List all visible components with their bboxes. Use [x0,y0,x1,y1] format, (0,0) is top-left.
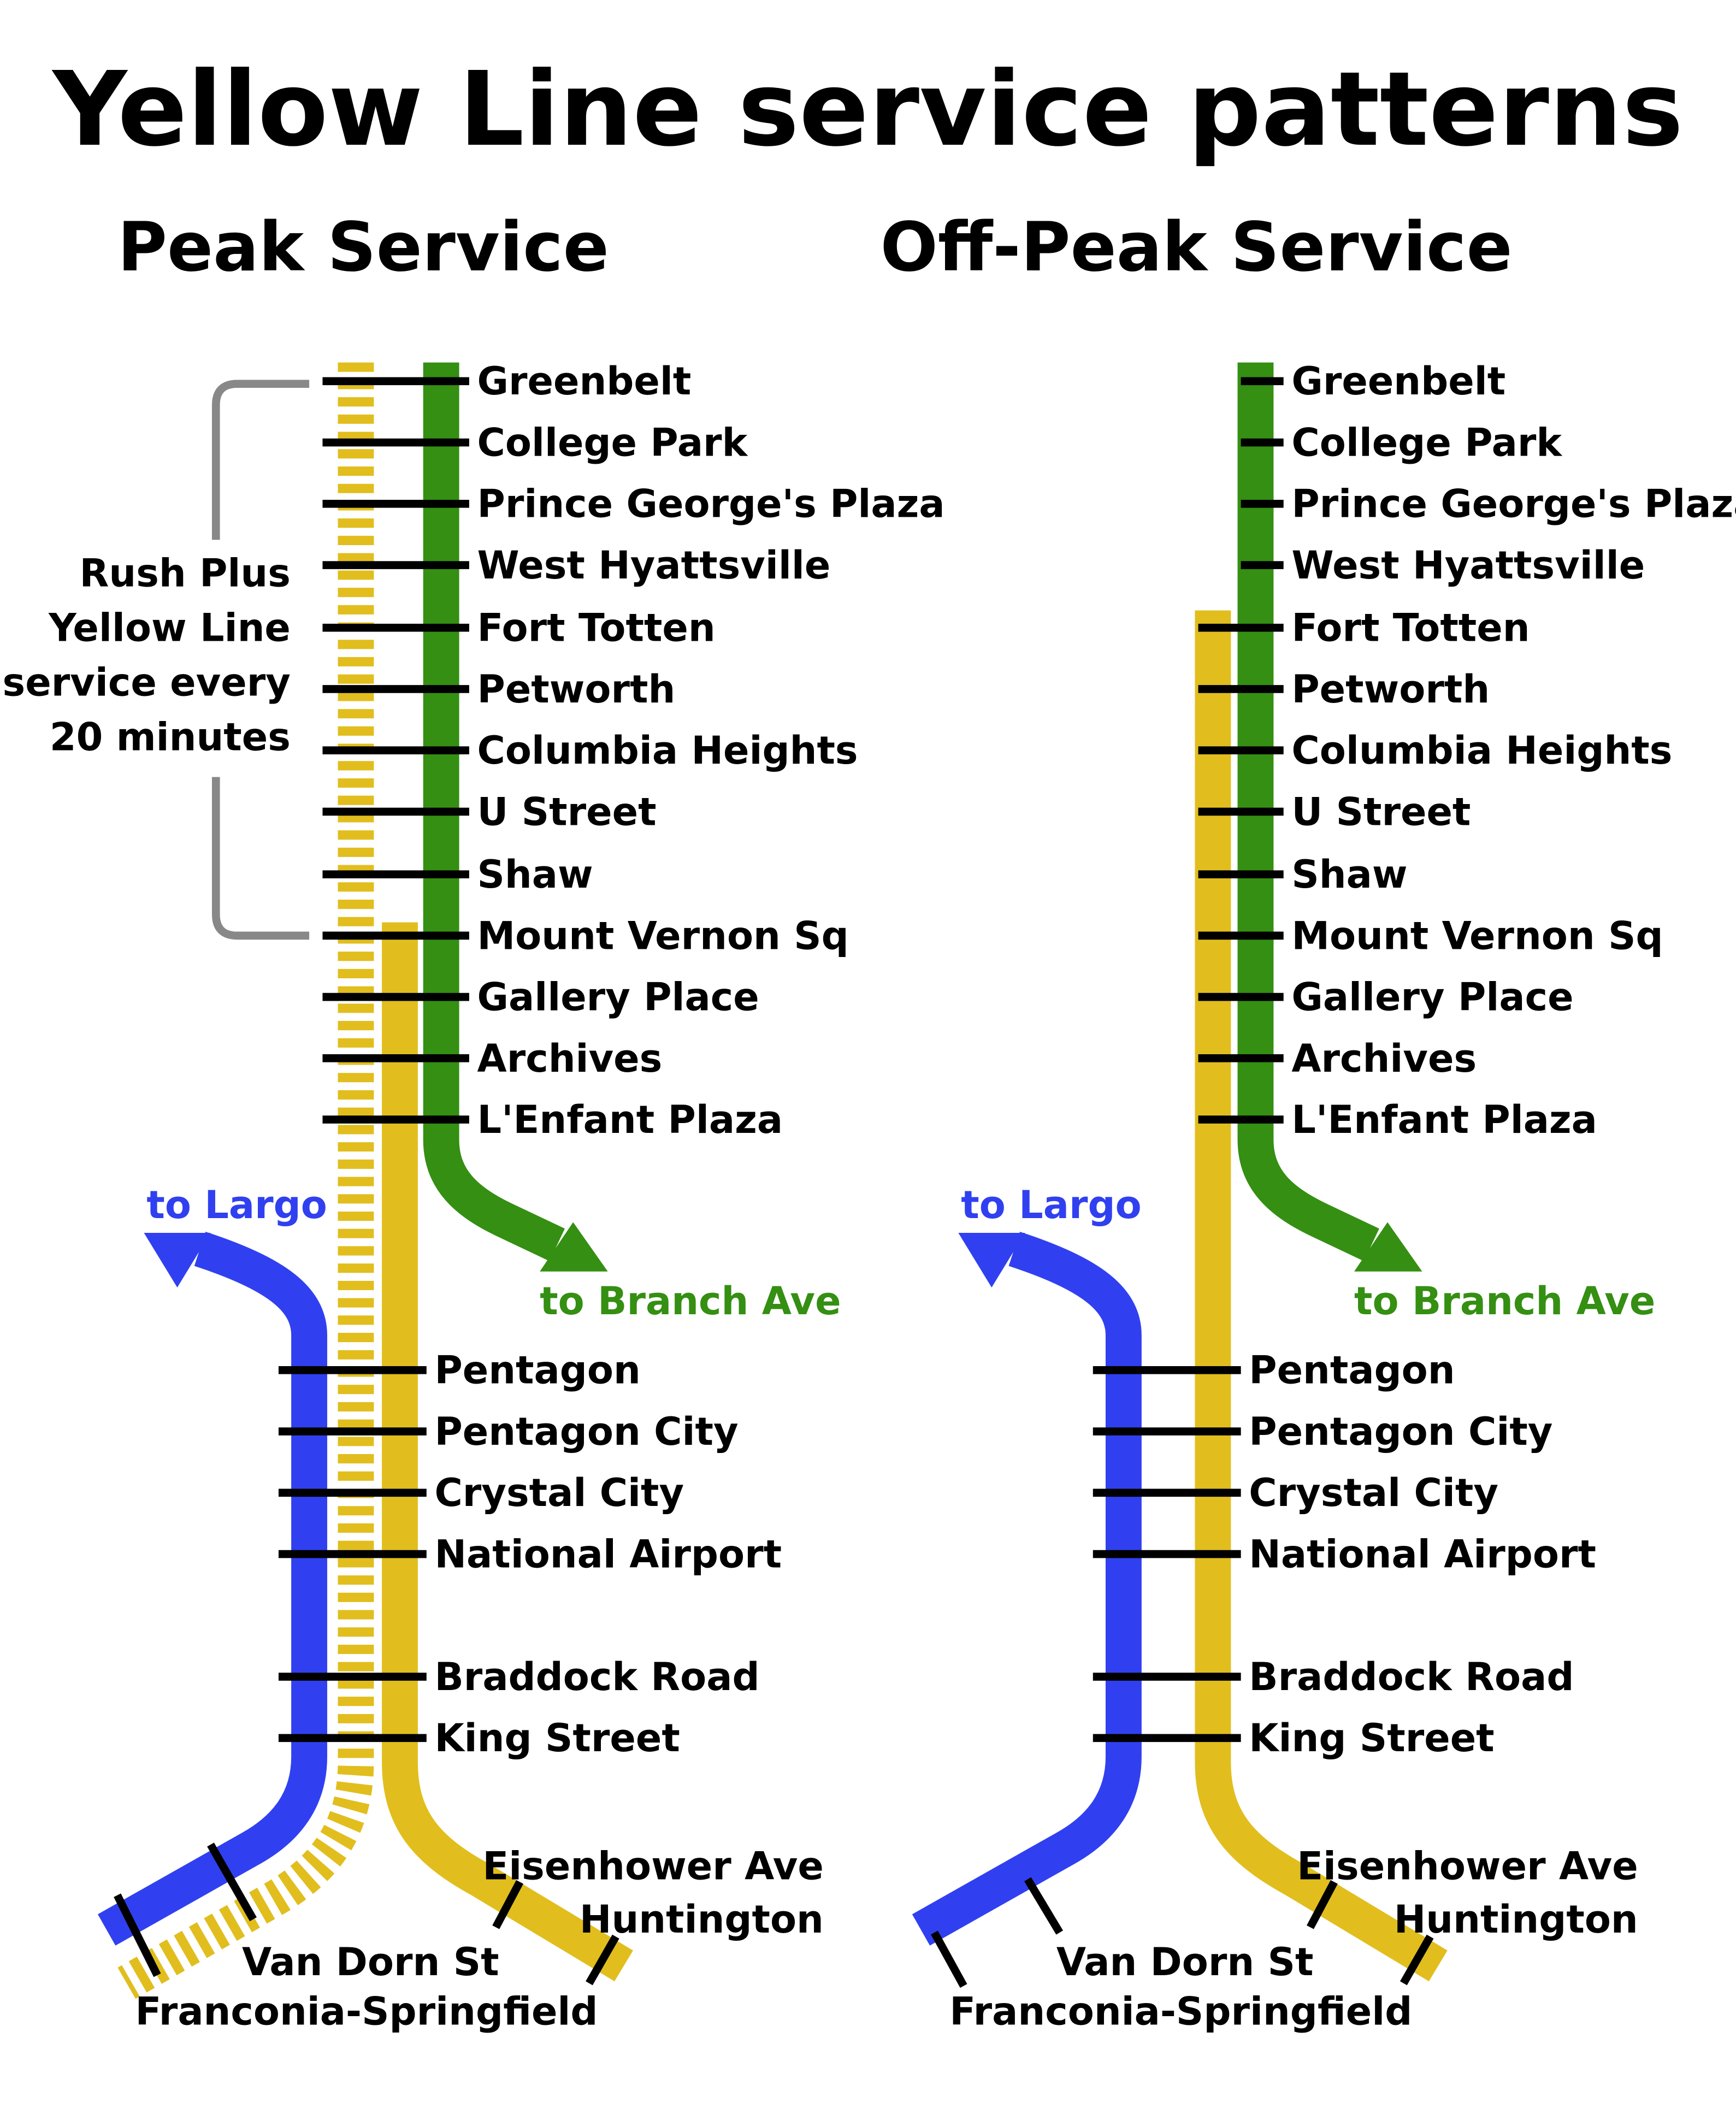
station-label: Pentagon [1249,1348,1455,1393]
rush-plus-note-line: Yellow Line [48,606,291,651]
green-line-arrow-icon [540,1222,608,1272]
station-label: National Airport [434,1532,782,1576]
terminal-tick [931,1930,967,1988]
panel-heading: Off-Peak Service [880,208,1512,287]
terminal-label-huntington: Huntington [580,1897,824,1942]
station-label: Shaw [1291,852,1407,897]
station-label: College Park [477,420,748,465]
terminal-tick [1400,1934,1434,1986]
station-label: Petworth [1291,667,1490,712]
station-label: Fort Totten [477,606,716,651]
rush-plus-note-line: service every [3,660,291,705]
blue-line [912,1231,1142,1946]
station-label: Pentagon [434,1348,640,1393]
terminal-label-eisenhower: Eisenhower Ave [1297,1844,1638,1888]
station-label: Pentagon City [1249,1409,1552,1454]
station-label: Columbia Heights [1291,728,1672,773]
station-label: Prince George's Plaza [477,482,945,527]
terminal-label-huntington: Huntington [1394,1897,1638,1942]
branch-label-largo: to Largo [146,1183,327,1227]
station-label: Gallery Place [1291,975,1573,1020]
station-label: U Street [1291,789,1471,834]
terminal-tick [1307,1880,1338,1929]
terminal-label-van-dorn: Van Dorn St [242,1940,499,1984]
station-label: Shaw [477,852,593,897]
branch-label-branch-ave: to Branch Ave [1354,1279,1655,1324]
blue-line-arrow-icon [144,1233,211,1288]
terminal-tick [207,1842,257,1922]
rush-plus-note-line: 20 minutes [50,715,291,760]
branch-label-largo: to Largo [961,1183,1141,1227]
station-label: West Hyattsville [1291,543,1645,588]
green-line [1237,362,1379,1261]
station-label: Greenbelt [477,359,692,404]
station-label: Mount Vernon Sq [477,913,849,958]
green-line-arrow-icon [1354,1222,1422,1272]
station-label: Crystal City [1249,1470,1498,1515]
station-label: L'Enfant Plaza [477,1097,783,1142]
station-label: Crystal City [434,1470,684,1515]
blue-line-arrow-icon [958,1233,1025,1288]
station-label: Archives [1291,1036,1477,1081]
station-label: College Park [1291,420,1562,465]
station-label: Greenbelt [1291,359,1505,404]
station-label: L'Enfant Plaza [1291,1097,1597,1142]
yellow-line [1195,610,1448,1982]
station-label: King Street [434,1716,680,1761]
station-label: Braddock Road [1249,1655,1574,1699]
rush-plus-bracket [211,380,310,940]
station-label: National Airport [1249,1532,1596,1576]
terminal-label-franconia: Franconia-Springfield [949,1989,1412,2034]
station-label: Mount Vernon Sq [1291,913,1663,958]
station-label: Columbia Heights [477,728,858,773]
station-label: Archives [477,1036,663,1081]
terminal-label-franconia: Franconia-Springfield [135,1989,598,2034]
station-label: Pentagon City [434,1409,738,1454]
station-label: Braddock Road [434,1655,759,1699]
terminal-tick [492,1880,524,1929]
station-label: Fort Totten [1291,606,1530,651]
terminal-tick [114,1893,161,1977]
terminal-tick [1024,1877,1064,1935]
panel-heading: Peak Service [117,208,609,287]
station-label: Gallery Place [477,975,759,1020]
terminal-label-eisenhower: Eisenhower Ave [482,1844,824,1888]
blue-line [98,1231,328,1946]
station-label: Petworth [477,667,676,712]
rush-plus-note-line: Rush Plus [80,551,291,596]
station-label: U Street [477,789,657,834]
terminal-tick [586,1934,619,1986]
station-label: King Street [1249,1716,1494,1761]
page-title: Yellow Line service patterns [51,50,1683,169]
terminal-label-van-dorn: Van Dorn St [1056,1940,1314,1984]
green-line [423,362,565,1261]
station-label: Prince George's Plaza [1291,482,1736,527]
station-label: West Hyattsville [477,543,831,588]
yellow-line [382,922,633,1982]
branch-label-branch-ave: to Branch Ave [540,1279,841,1324]
